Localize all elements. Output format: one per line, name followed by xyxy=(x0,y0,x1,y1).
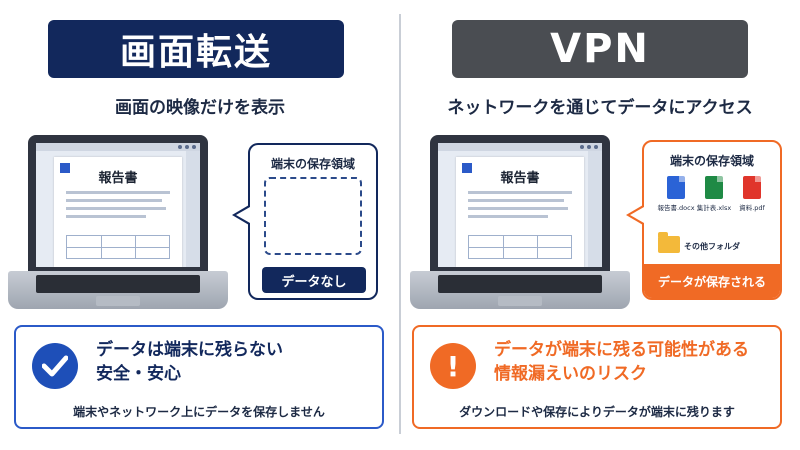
document-preview: 報告書 xyxy=(456,157,584,267)
keyboard-icon xyxy=(36,275,200,293)
center-divider xyxy=(399,14,401,434)
word-file-icon xyxy=(667,176,685,199)
risk-heading-line2: 情報漏えいのリスク xyxy=(494,363,647,384)
window-sidepane xyxy=(186,151,200,267)
empty-storage-area xyxy=(264,177,362,255)
data-saved-badge: データが保存される xyxy=(644,264,780,298)
callout-pointer-inner xyxy=(630,207,644,223)
folder-icon xyxy=(658,232,680,253)
safety-heading-line1: データは端末に残らない xyxy=(96,340,283,360)
warning-icon: ! xyxy=(430,343,476,389)
check-icon xyxy=(32,343,78,389)
vpn-title: VPN xyxy=(452,20,748,78)
laptop-screen: 報告書 xyxy=(36,143,200,267)
file-label: 報告書.docx xyxy=(657,204,695,212)
safety-heading: データは端末に残らない 安全・安心 xyxy=(16,339,382,387)
safety-footer: 端末やネットワーク上にデータを保存しません xyxy=(73,405,325,419)
laptop-base xyxy=(8,271,228,309)
storage-callout-left: 端末の保存領域 データなし xyxy=(248,143,378,300)
keyboard-icon xyxy=(438,275,602,293)
screen-transfer-title: 画面転送 xyxy=(48,20,344,78)
storage-callout-right: 端末の保存領域 報告書.docx 集計表.xlsx 資料.pdf その他フォルダ… xyxy=(642,140,782,300)
screen-transfer-subtitle: 画面の映像だけを表示 xyxy=(115,98,285,118)
document-text-line xyxy=(66,191,170,194)
risk-footer: ダウンロードや保存によりデータが端末に残ります xyxy=(459,405,735,419)
document-text-line xyxy=(66,199,162,202)
laptop-illustration-left: 報告書 xyxy=(8,135,228,310)
safety-info-box: データは端末に残らない 安全・安心 端末やネットワーク上にデータを保存しません xyxy=(14,325,384,429)
document-text-line xyxy=(468,199,564,202)
window-controls-icon xyxy=(178,145,196,149)
callout-pointer-inner xyxy=(236,207,250,223)
document-table xyxy=(468,235,572,259)
document-preview: 報告書 xyxy=(54,157,182,267)
document-text-line xyxy=(468,215,548,218)
document-text-line xyxy=(468,207,568,210)
laptop-illustration-right: 報告書 xyxy=(410,135,630,310)
no-data-badge: データなし xyxy=(262,267,366,293)
trackpad xyxy=(96,296,140,306)
file-label: 集計表.xlsx xyxy=(696,204,732,212)
laptop-screen: 報告書 xyxy=(438,143,602,267)
risk-heading-line1: データが端末に残る可能性がある xyxy=(494,340,749,360)
trackpad xyxy=(498,296,542,306)
window-sidepane xyxy=(588,151,602,267)
risk-heading: データが端末に残る可能性がある 情報漏えいのリスク xyxy=(414,339,780,387)
excel-file-icon xyxy=(705,176,723,199)
laptop-lid: 報告書 xyxy=(430,135,610,273)
file-label: 資料.pdf xyxy=(739,204,765,212)
risk-info-box: ! データが端末に残る可能性がある 情報漏えいのリスク ダウンロードや保存により… xyxy=(412,325,782,429)
file-item-pdf: 資料.pdf xyxy=(732,176,772,212)
document-title: 報告書 xyxy=(98,171,138,186)
laptop-lid: 報告書 xyxy=(28,135,208,273)
storage-heading: 端末の保存領域 xyxy=(669,154,754,168)
document-table xyxy=(66,235,170,259)
document-text-line xyxy=(66,215,146,218)
laptop-base xyxy=(410,271,630,309)
pdf-file-icon xyxy=(743,176,761,199)
file-item-docx: 報告書.docx xyxy=(656,176,696,212)
folder-label: その他フォルダ xyxy=(684,242,740,251)
document-mark-icon xyxy=(462,163,472,173)
file-item-xlsx: 集計表.xlsx xyxy=(694,176,734,212)
window-controls-icon xyxy=(580,145,598,149)
document-text-line xyxy=(66,207,166,210)
document-mark-icon xyxy=(60,163,70,173)
window-titlebar xyxy=(36,143,200,151)
document-title: 報告書 xyxy=(500,171,540,186)
vpn-subtitle: ネットワークを通じてデータにアクセス xyxy=(447,98,753,118)
storage-heading: 端末の保存領域 xyxy=(270,157,355,171)
document-text-line xyxy=(468,191,572,194)
window-titlebar xyxy=(438,143,602,151)
safety-heading-line2: 安全・安心 xyxy=(96,363,181,384)
